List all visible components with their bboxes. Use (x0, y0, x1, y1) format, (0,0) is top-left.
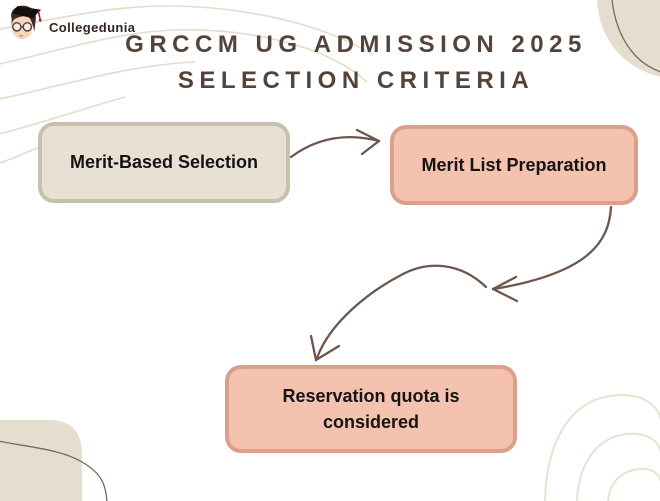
page-title-line2: SELECTION CRITERIA (177, 67, 535, 94)
brand-name: Collegedunia (49, 19, 136, 35)
flow-node-label: Merit List Preparation (421, 154, 607, 175)
flow-node-label: Merit-Based Selection (69, 152, 259, 173)
topright-thin-line (611, 0, 660, 73)
flow-node-reservation-quota: Reservation quota is considered (225, 365, 517, 453)
page-title-line1: GRCCM UG ADMISSION 2025 (125, 31, 587, 58)
collegedunia-mascot-icon (11, 5, 42, 40)
flow-node-label: Reservation quota is considered (282, 385, 460, 432)
brand-logo: Collegedunia (5, 3, 135, 45)
bottomright-swirl-lines (544, 394, 660, 501)
flow-node-merit-based-selection: Merit-Based Selection (38, 122, 290, 203)
flow-node-merit-list-preparation: Merit List Preparation (390, 125, 638, 205)
topright-beige-blob (597, 0, 660, 77)
bottomleft-beige-blob (0, 420, 82, 501)
page-title: GRCCM UG ADMISSION 2025 SELECTION CRITER… (50, 27, 660, 99)
bottomleft-thin-line (0, 440, 108, 501)
